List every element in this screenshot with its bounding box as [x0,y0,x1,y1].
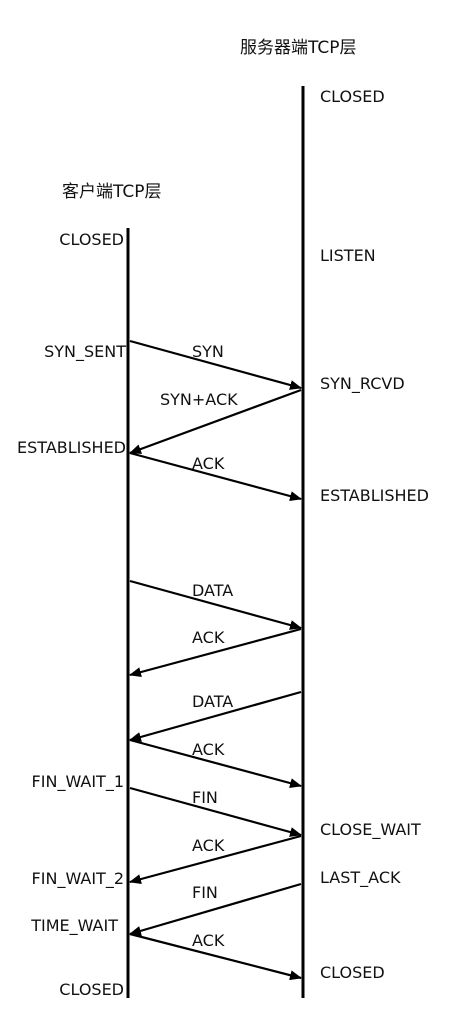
server-state-closed: CLOSED [320,87,385,106]
server-state-listen: LISTEN [320,246,376,265]
msg-fin-2: FIN [192,883,218,902]
client-state-fin-wait-2: FIN_WAIT_2 [32,869,124,889]
msg-ack-3: ACK [192,740,225,759]
arrow-ack-2 [129,627,302,677]
server-state-established: ESTABLISHED [320,486,429,505]
msg-data-1: DATA [192,581,233,600]
msg-ack-2: ACK [192,628,225,647]
msg-ack-4: ACK [192,836,225,855]
client-state-closed: CLOSED [59,230,124,249]
client-state-closed-end: CLOSED [59,980,124,999]
arrow-ack-3 [129,738,302,788]
arrow-ack-4 [129,834,302,884]
arrow-ack-1 [129,451,302,501]
client-state-time-wait: TIME_WAIT [30,916,118,936]
arrow-data-2 [129,690,302,742]
msg-data-2: DATA [192,692,233,711]
client-state-established: ESTABLISHED [17,438,126,457]
arrow-fin-1 [129,786,302,837]
arrow-syn-ack [129,388,302,455]
server-title: 服务器端TCP层 [240,38,357,58]
msg-ack-5: ACK [192,931,225,950]
msg-syn: SYN [192,342,224,361]
msg-ack-1: ACK [192,454,225,473]
client-state-syn-sent: SYN_SENT [44,342,126,362]
server-state-last-ack: LAST_ACK [320,868,401,888]
msg-syn-ack: SYN+ACK [160,390,238,409]
msg-fin-1: FIN [192,788,218,807]
arrow-syn [129,339,302,390]
arrow-ack-5 [129,932,302,981]
arrow-data-1 [129,579,302,630]
client-title: 客户端TCP层 [62,182,162,202]
server-state-syn-rcvd: SYN_RCVD [320,374,405,394]
server-state-closed-end: CLOSED [320,963,385,982]
server-state-close-wait: CLOSE_WAIT [320,820,421,840]
client-state-fin-wait-1: FIN_WAIT_1 [32,772,124,792]
arrow-fin-2 [129,882,302,936]
